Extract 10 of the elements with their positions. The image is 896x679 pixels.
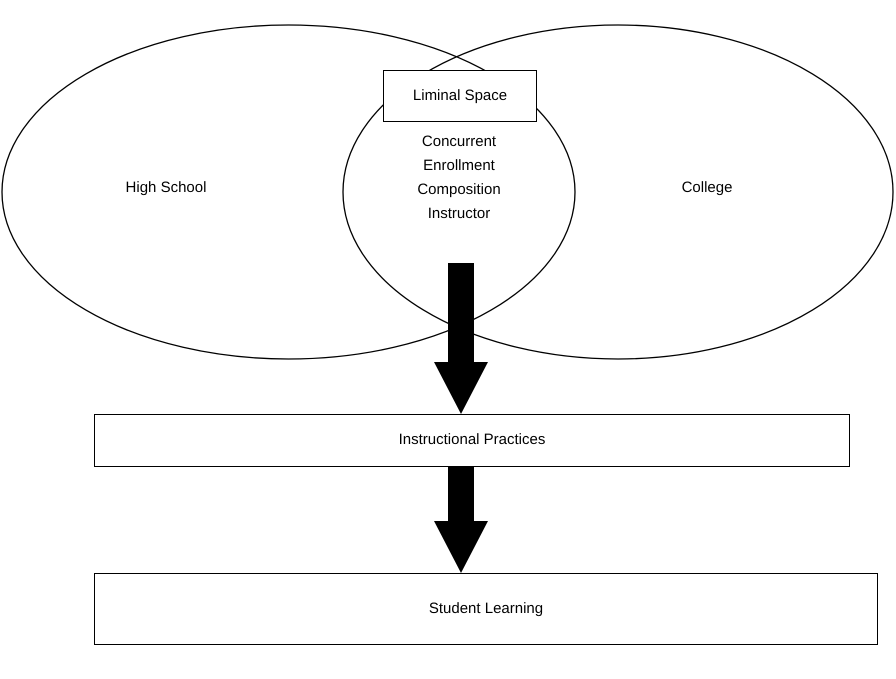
overlap-label: Concurrent Enrollment Composition Instructor <box>399 130 519 226</box>
process-box: Instructional Practices <box>94 414 850 467</box>
ellipse-label: High School <box>124 178 208 198</box>
venn-ellipse <box>1 24 576 360</box>
arrow <box>434 467 488 573</box>
venn-ellipse <box>342 24 894 360</box>
arrow <box>434 263 488 414</box>
ellipse-label: College <box>680 178 734 198</box>
outcome-box: Student Learning <box>94 573 878 645</box>
label-box: Liminal Space <box>383 70 537 122</box>
